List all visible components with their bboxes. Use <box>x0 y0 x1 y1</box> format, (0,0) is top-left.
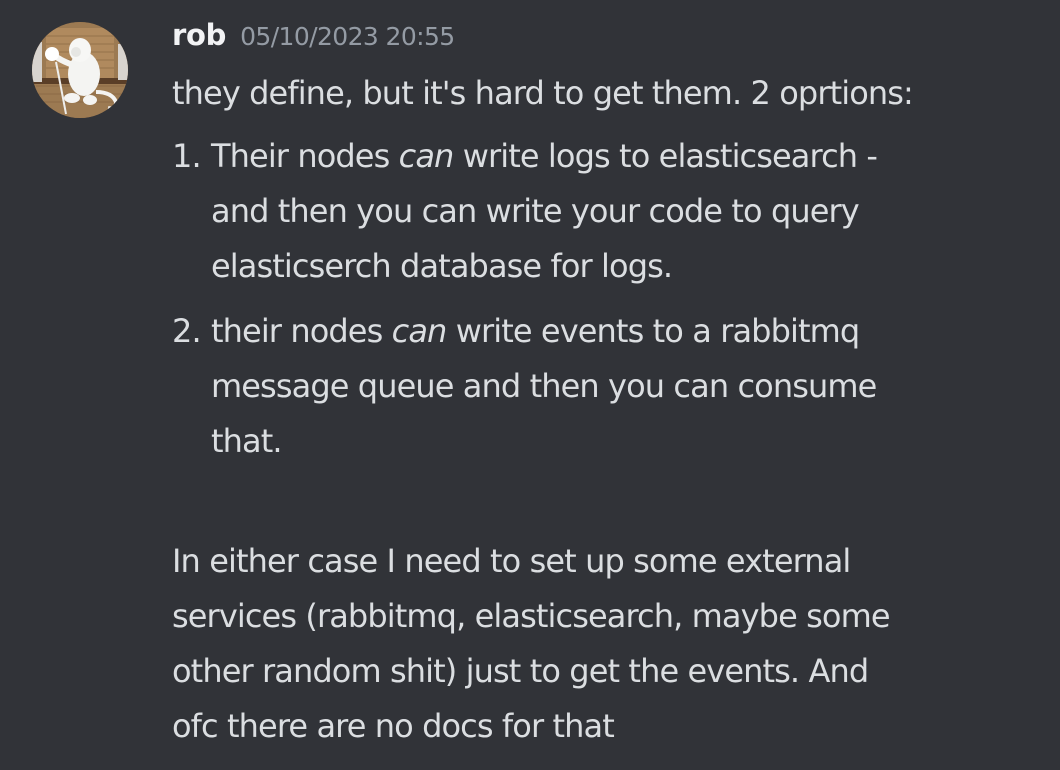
username[interactable]: rob <box>172 18 227 52</box>
text-segment: Their nodes <box>211 137 399 175</box>
list-item-line: Their nodes can write logs to elasticsea… <box>211 129 1042 184</box>
list-item: 1. Their nodes can write logs to elastic… <box>172 129 1042 294</box>
emphasis-text: can <box>391 312 448 350</box>
options-list: 1. Their nodes can write logs to elastic… <box>172 129 1042 469</box>
message-intro: they define, but it's hard to get them. … <box>172 74 914 112</box>
paragraph-line: ofc there are no docs for that <box>172 707 615 745</box>
paragraph-line: services (rabbitmq, elasticsearch, maybe… <box>172 597 891 635</box>
list-item: 2. their nodes can write events to a rab… <box>172 304 1042 469</box>
avatar[interactable] <box>32 22 128 118</box>
paragraph-line: In either case I need to set up some ext… <box>172 542 851 580</box>
list-number: 1. <box>172 137 202 175</box>
emphasis-text: can <box>398 137 455 175</box>
list-item-line: elasticserch database for logs. <box>211 247 673 285</box>
list-item-line: their nodes can write events to a rabbit… <box>211 304 1042 359</box>
paragraph-line: other random shit) just to get the event… <box>172 652 869 690</box>
message-content: rob 05/10/2023 20:55 they define, but it… <box>172 18 1042 754</box>
text-segment: their nodes <box>211 312 392 350</box>
closing-paragraph: In either case I need to set up some ext… <box>172 534 1042 754</box>
timestamp: 05/10/2023 20:55 <box>240 22 455 51</box>
paragraph-gap <box>172 479 1042 534</box>
monkey-lamp-avatar-icon <box>32 22 128 118</box>
message-body: they define, but it's hard to get them. … <box>172 66 1042 754</box>
message-header: rob 05/10/2023 20:55 <box>172 18 1042 66</box>
list-item-line: and then you can write your code to quer… <box>211 192 860 230</box>
list-item-line: message queue and then you can consume <box>211 367 877 405</box>
text-segment: write logs to elasticsearch - <box>453 137 878 175</box>
text-segment: write events to a rabbitmq <box>446 312 861 350</box>
list-item-line: that. <box>211 422 283 460</box>
list-number: 2. <box>172 312 202 350</box>
